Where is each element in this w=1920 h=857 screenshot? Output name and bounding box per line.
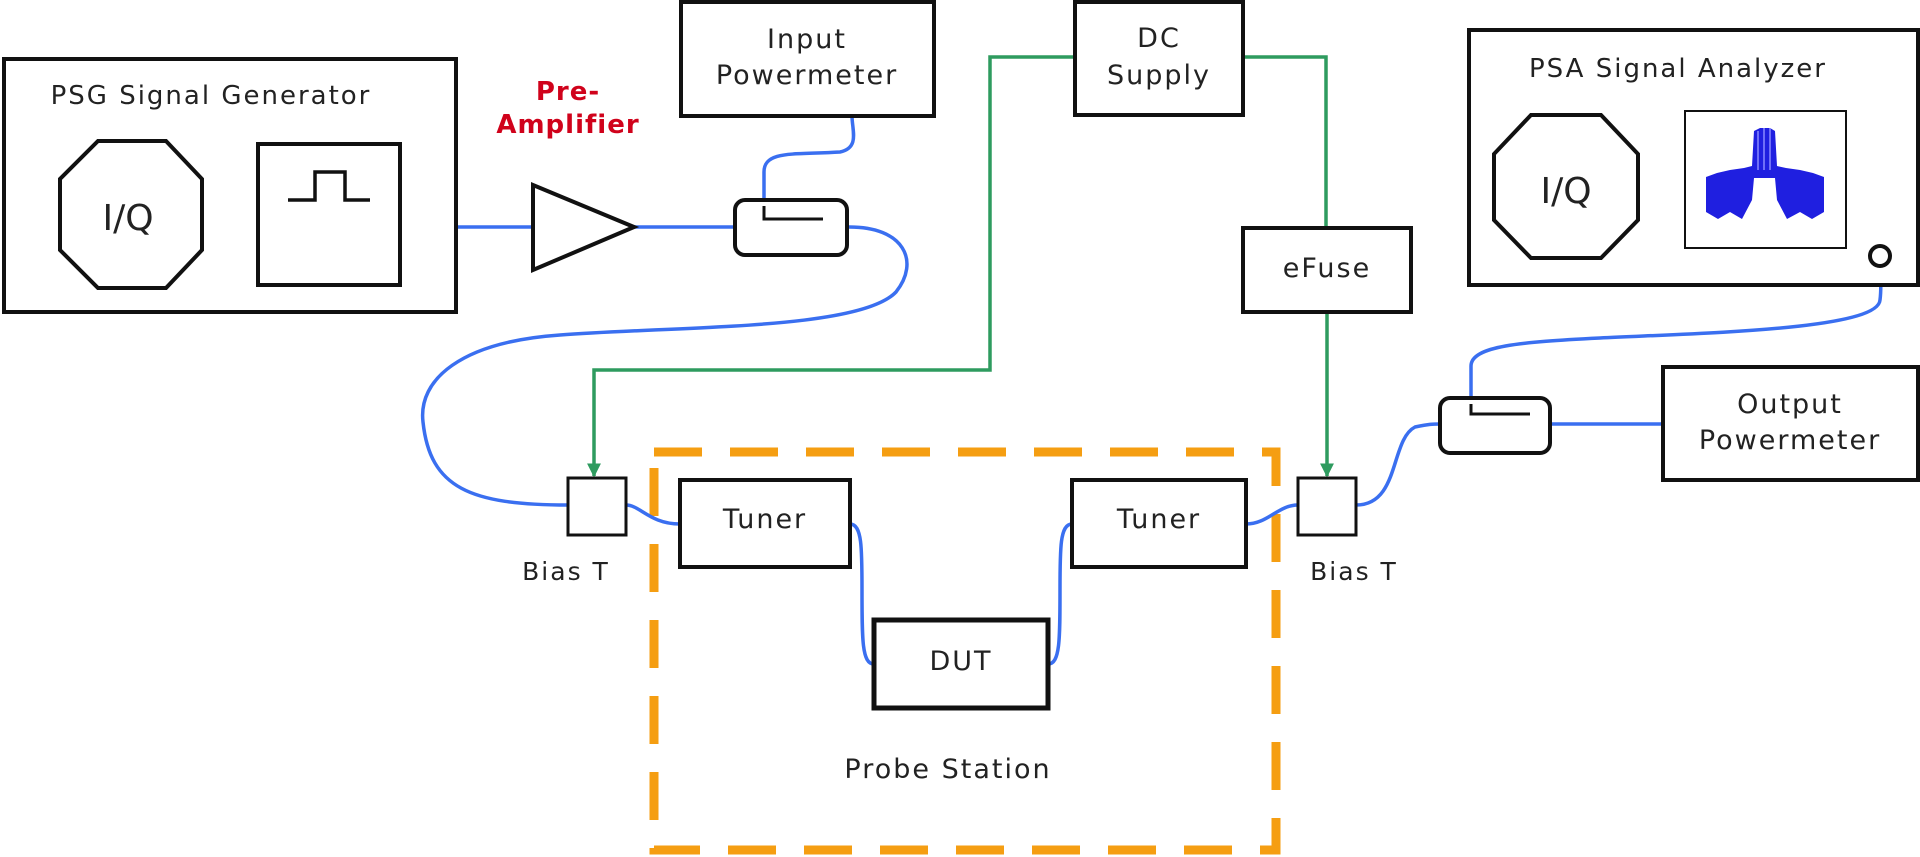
- dc-supply-label-line1: DC: [1137, 23, 1181, 54]
- tuner-right-label: Tuner: [1116, 504, 1201, 535]
- rf-cable-bias-t-left-to-tuner: [624, 503, 682, 526]
- rf-cable-bias-t-right-to-coupler: [1354, 422, 1442, 507]
- spectrum-display-icon: [1706, 128, 1824, 219]
- dc-supply[interactable]: [1073, 0, 1245, 117]
- pre-amp-label-line1: Pre-: [536, 77, 600, 107]
- pre-amp-label-line2: Amplifier: [496, 110, 639, 140]
- psg-pulse-module[interactable]: [256, 142, 402, 287]
- input-powermeter[interactable]: [679, 0, 936, 118]
- output-powermeter-label-line2: Powermeter: [1699, 425, 1881, 456]
- input-coupler-line: [762, 206, 823, 221]
- tuner-left-label: Tuner: [722, 504, 807, 535]
- psa-iq-demodulator[interactable]: [1492, 113, 1640, 260]
- output-powermeter-label-line1: Output: [1737, 389, 1843, 420]
- psa-analyzer-label: PSA Signal Analyzer: [1529, 54, 1827, 84]
- rf-cable-tuner-left-to-dut: [848, 522, 876, 666]
- output-coupler[interactable]: [1438, 396, 1552, 455]
- rf-cable-tuner-right-to-bias-t: [1244, 503, 1300, 526]
- input-powermeter-label-line1: Input: [767, 24, 847, 55]
- rf-cable-coupler-to-bias-t-left: [420, 225, 909, 507]
- rf-cable-coupler-to-analyzer: [1469, 255, 1883, 406]
- tuner-left[interactable]: [678, 478, 852, 569]
- bias-t-left[interactable]: [566, 476, 628, 537]
- dc-supply-label-line2: Supply: [1107, 60, 1211, 91]
- dc-line-right-top: [1243, 55, 1328, 228]
- bias-t-right[interactable]: [1296, 476, 1358, 537]
- psg-iq-label: I/Q: [102, 198, 153, 239]
- pulse-waveform-icon: [288, 170, 370, 202]
- dut-label: DUT: [929, 646, 992, 677]
- rf-port-icon[interactable]: [1868, 244, 1892, 268]
- dut[interactable]: [871, 617, 1051, 711]
- probe-station-label: Probe Station: [844, 754, 1051, 785]
- bias-t-left-label: Bias T: [522, 557, 610, 586]
- bias-t-right-label: Bias T: [1310, 557, 1398, 586]
- output-powermeter[interactable]: [1661, 365, 1920, 482]
- dc-line-left: [587, 55, 1075, 478]
- efuse[interactable]: [1241, 226, 1413, 314]
- input-powermeter-label-line2: Powermeter: [716, 60, 898, 91]
- psg-iq-modulator[interactable]: [58, 139, 204, 290]
- tuner-right[interactable]: [1070, 478, 1248, 569]
- efuse-label: eFuse: [1283, 253, 1371, 284]
- rf-cable-input-coupler-to-powermeter: [762, 114, 856, 208]
- psa-iq-label: I/Q: [1540, 171, 1591, 212]
- rf-cable-dut-to-tuner-right: [1046, 522, 1074, 666]
- pre-amplifier[interactable]: [531, 182, 640, 274]
- psg-generator-label: PSG Signal Generator: [51, 81, 372, 111]
- output-coupler-line: [1469, 404, 1530, 416]
- input-coupler[interactable]: [733, 198, 849, 257]
- probe-station-boundary: [649, 447, 1281, 855]
